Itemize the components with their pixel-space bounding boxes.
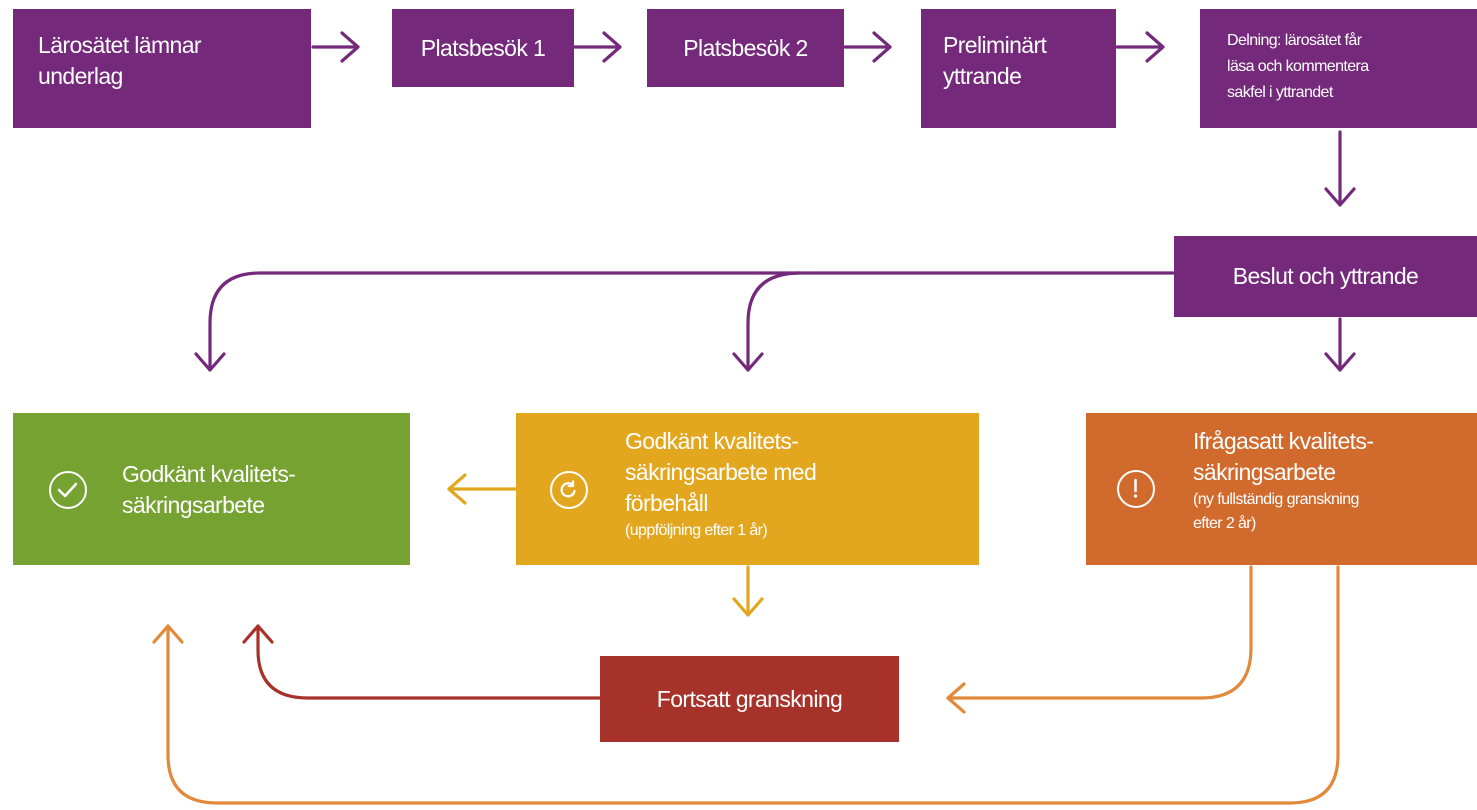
step-platsbesok-1: Platsbesök 1	[392, 9, 574, 87]
step-label: Fortsatt granskning	[656, 685, 843, 712]
outcome-godkant: Godkänt kvalitets- säkringsarbete	[13, 413, 410, 565]
exclamation-circle-icon	[1117, 470, 1155, 508]
step-platsbesok-2: Platsbesök 2	[647, 9, 844, 87]
step-label: Platsbesök 1	[420, 34, 546, 61]
step-label: Lärosätet lämnar underlag	[38, 32, 202, 89]
step-label: Beslut och yttrande	[1232, 263, 1419, 289]
outcome-note: (ny fullständig granskning efter 2 år)	[1193, 491, 1359, 532]
step-label: Delning: lärosätet får läsa och kommente…	[1227, 32, 1369, 101]
outcome-label: Godkänt kvalitets- säkringsarbete	[122, 461, 296, 518]
yellow-arrows	[447, 473, 764, 617]
step-label: Preliminärt yttrande	[943, 32, 1047, 89]
step-preliminart-yttrande: Preliminärt yttrande	[921, 9, 1116, 128]
step-beslut-och-yttrande: Beslut och yttrande	[1174, 236, 1477, 317]
red-arrows	[242, 624, 602, 700]
outcome-label: Godkänt kvalitets- säkringsarbete med fö…	[625, 428, 817, 516]
step-fortsatt-granskning: Fortsatt granskning	[600, 656, 899, 742]
outcome-label: Ifrågasatt kvalitets- säkringsarbete	[1193, 428, 1374, 485]
check-circle-icon	[49, 471, 87, 509]
outcome-note: (uppföljning efter 1 år)	[625, 522, 768, 539]
refresh-circle-icon	[550, 471, 588, 509]
orange-arrows	[152, 565, 1340, 805]
step-delning: Delning: lärosätet får läsa och kommente…	[1200, 9, 1477, 128]
outcome-ifragasatt: Ifrågasatt kvalitets- säkringsarbete (ny…	[1086, 413, 1477, 565]
purple-arrows	[194, 31, 1356, 372]
step-label: Platsbesök 2	[683, 34, 808, 61]
step-larosatet-underlag: Lärosätet lämnar underlag	[13, 9, 311, 128]
outcome-forbehall: Godkänt kvalitets- säkringsarbete med fö…	[516, 413, 979, 565]
